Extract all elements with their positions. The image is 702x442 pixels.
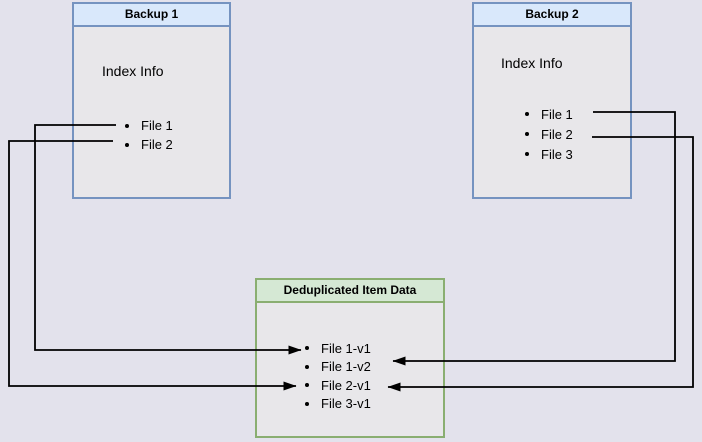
backup1-title: Backup 1 xyxy=(74,4,229,27)
list-item: File 3 xyxy=(525,144,573,164)
list-item: File 1-v2 xyxy=(305,358,371,377)
backup2-title: Backup 2 xyxy=(474,4,630,27)
file-label: File 2-v1 xyxy=(321,377,371,393)
list-item: File 2 xyxy=(525,124,573,144)
backup2-file-list: File 1 File 2 File 3 xyxy=(525,104,573,164)
file-label: File 1-v1 xyxy=(321,340,371,356)
list-item: File 3-v1 xyxy=(305,395,371,414)
dedup-title: Deduplicated Item Data xyxy=(257,280,443,303)
file-label: File 2 xyxy=(541,126,573,142)
file-label: File 1 xyxy=(141,118,173,133)
file-label: File 1-v2 xyxy=(321,359,371,375)
bullet-icon xyxy=(125,142,129,147)
list-item: File 2 xyxy=(125,135,173,154)
list-item: File 1 xyxy=(525,104,573,124)
backup2-box: Backup 2 Index Info File 1 File 2 File 3 xyxy=(472,2,632,199)
bullet-icon xyxy=(305,401,309,406)
backup1-box: Backup 1 Index Info File 1 File 2 xyxy=(72,2,231,199)
bullet-icon xyxy=(525,132,529,136)
file-label: File 3-v1 xyxy=(321,396,371,412)
bullet-icon xyxy=(305,346,309,351)
list-item: File 1 xyxy=(125,116,173,135)
backup1-file-list: File 1 File 2 xyxy=(125,116,173,154)
bullet-icon xyxy=(305,364,309,369)
bullet-icon xyxy=(305,383,309,388)
backup2-index-info-label: Index Info xyxy=(501,55,563,71)
list-item: File 1-v1 xyxy=(305,339,371,358)
bullet-icon xyxy=(525,152,529,156)
file-label: File 2 xyxy=(141,137,173,152)
bullet-icon xyxy=(525,112,529,116)
file-label: File 3 xyxy=(541,146,573,162)
file-label: File 1 xyxy=(541,106,573,122)
list-item: File 2-v1 xyxy=(305,376,371,395)
backup1-index-info-label: Index Info xyxy=(102,63,164,79)
bullet-icon xyxy=(125,123,129,128)
